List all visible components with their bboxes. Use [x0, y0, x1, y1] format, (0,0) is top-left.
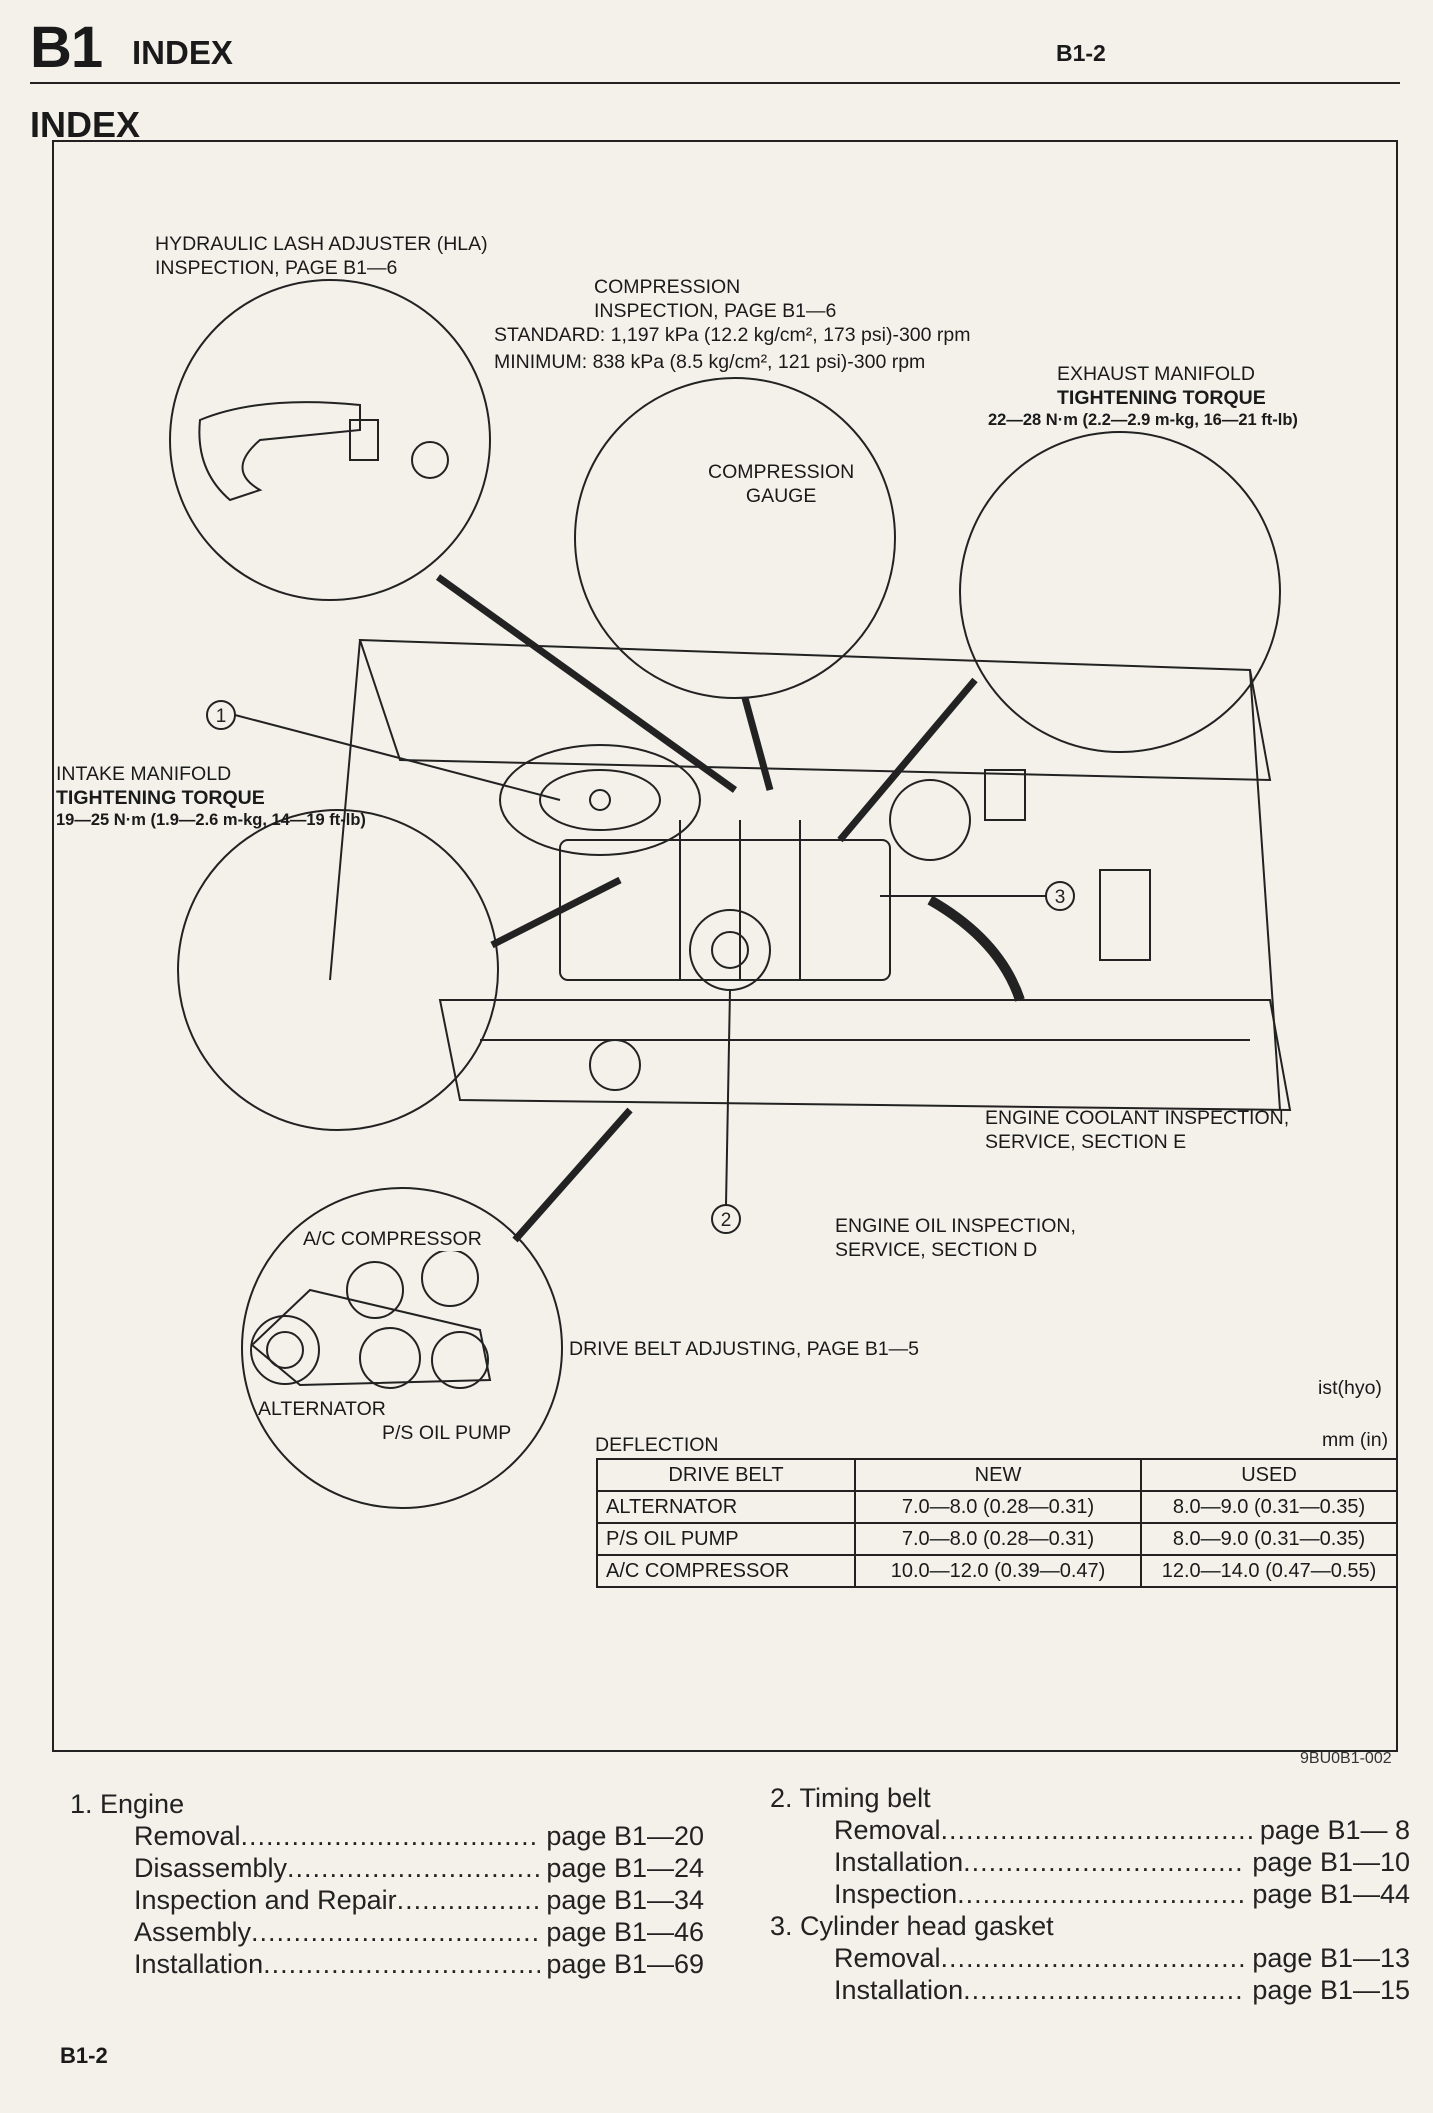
engine-coolant-label: ENGINE COOLANT INSPECTION, SERVICE, SECT…	[985, 1107, 1290, 1153]
index-cylinder-head-title: 3. Cylinder head gasket	[770, 1911, 1054, 1941]
section-title: INDEX	[132, 34, 233, 71]
unit-label: mm (in)	[1322, 1429, 1389, 1451]
page-reference: B1-2	[1056, 40, 1106, 66]
intake-manifold-label: INTAKE MANIFOLD TIGHTENING TORQUE	[56, 763, 265, 809]
table-header-row: DRIVE BELT NEW USED	[596, 1458, 1398, 1492]
header-used: USED	[1140, 1458, 1398, 1492]
index-entry[interactable]: Inspection and Repairpage B1—34	[134, 1884, 704, 1916]
engine-oil-label: ENGINE OIL INSPECTION, SERVICE, SECTION …	[835, 1215, 1076, 1261]
deflection-label: DEFLECTION	[595, 1434, 719, 1456]
exhaust-torque-value: 22—28 N·m (2.2—2.9 m-kg, 16—21 ft-lb)	[988, 411, 1298, 429]
exhaust-manifold-label: EXHAUST MANIFOLD TIGHTENING TORQUE	[1057, 363, 1266, 409]
ps-oil-pump-label: P/S OIL PUMP	[382, 1422, 512, 1444]
drive-belt-adjusting-label: DRIVE BELT ADJUSTING, PAGE B1—5	[569, 1338, 920, 1360]
drive-belt-detail-circle	[241, 1187, 563, 1509]
deflection-table: DRIVE BELT NEW USED ALTERNATOR 7.0—8.0 (…	[596, 1458, 1398, 1588]
belt-name: ALTERNATOR	[596, 1490, 856, 1524]
index-entry[interactable]: Inspectionpage B1—44	[834, 1878, 1410, 1910]
intake-detail-circle	[177, 809, 499, 1131]
index-entry[interactable]: Installationpage B1—69	[134, 1948, 704, 1980]
index-entry[interactable]: Removalpage B1—20	[134, 1820, 704, 1852]
page-heading: INDEX	[30, 104, 141, 145]
compression-standard: STANDARD: 1,197 kPa (12.2 kg/cm², 173 ps…	[494, 324, 971, 346]
index-entry[interactable]: Disassemblypage B1—24	[134, 1852, 704, 1884]
header-drive-belt: DRIVE BELT	[596, 1458, 856, 1492]
used-value: 12.0—14.0 (0.47—0.55)	[1140, 1554, 1398, 1588]
table-row: P/S OIL PUMP 7.0—8.0 (0.28—0.31) 8.0—9.0…	[596, 1522, 1398, 1556]
alternator-label: ALTERNATOR	[258, 1398, 386, 1420]
table-note: ist(hyo)	[1318, 1377, 1382, 1399]
used-value: 8.0—9.0 (0.31—0.35)	[1140, 1490, 1398, 1524]
index-timing-belt-title: 2. Timing belt	[770, 1783, 931, 1813]
belt-name: P/S OIL PUMP	[596, 1522, 856, 1556]
compression-gauge-label: COMPRESSION GAUGE	[708, 460, 855, 508]
figure-frame	[52, 140, 1398, 1752]
index-engine-title: 1. Engine	[70, 1789, 185, 1819]
new-value: 7.0—8.0 (0.28—0.31)	[854, 1490, 1142, 1524]
index-entry[interactable]: Removalpage B1—13	[834, 1942, 1410, 1974]
header-new: NEW	[854, 1458, 1142, 1492]
hla-detail-circle	[169, 279, 491, 601]
index-entry[interactable]: Assemblypage B1—46	[134, 1916, 704, 1948]
intake-torque-value: 19—25 N·m (1.9—2.6 m-kg, 14—19 ft-lb)	[56, 811, 366, 829]
compression-label: COMPRESSION INSPECTION, PAGE B1—6	[594, 276, 837, 322]
callout-marker-2: 2	[721, 1210, 732, 1231]
used-value: 8.0—9.0 (0.31—0.35)	[1140, 1522, 1398, 1556]
new-value: 10.0—12.0 (0.39—0.47)	[854, 1554, 1142, 1588]
new-value: 7.0—8.0 (0.28—0.31)	[854, 1522, 1142, 1556]
index-entry[interactable]: Installationpage B1—10	[834, 1846, 1410, 1878]
figure-id: 9BU0B1-002	[1300, 1750, 1392, 1767]
callout-marker-1: 1	[216, 706, 227, 727]
belt-name: A/C COMPRESSOR	[596, 1554, 856, 1588]
callout-marker-3: 3	[1055, 887, 1066, 908]
exhaust-detail-circle	[959, 431, 1281, 753]
index-entry[interactable]: Installationpage B1—15	[834, 1974, 1410, 2006]
section-code: B1	[30, 15, 103, 80]
index-entry[interactable]: Removalpage B1— 8	[834, 1814, 1410, 1846]
compression-minimum: MINIMUM: 838 kPa (8.5 kg/cm², 121 psi)-3…	[494, 351, 926, 373]
header-rule	[30, 82, 1400, 84]
ac-compressor-label: A/C COMPRESSOR	[303, 1227, 482, 1251]
table-row: A/C COMPRESSOR 10.0—12.0 (0.39—0.47) 12.…	[596, 1554, 1398, 1588]
compression-detail-circle	[574, 377, 896, 699]
footer-page-number: B1-2	[60, 2043, 108, 2068]
table-row: ALTERNATOR 7.0—8.0 (0.28—0.31) 8.0—9.0 (…	[596, 1490, 1398, 1524]
hla-label: HYDRAULIC LASH ADJUSTER (HLA) INSPECTION…	[155, 233, 488, 279]
